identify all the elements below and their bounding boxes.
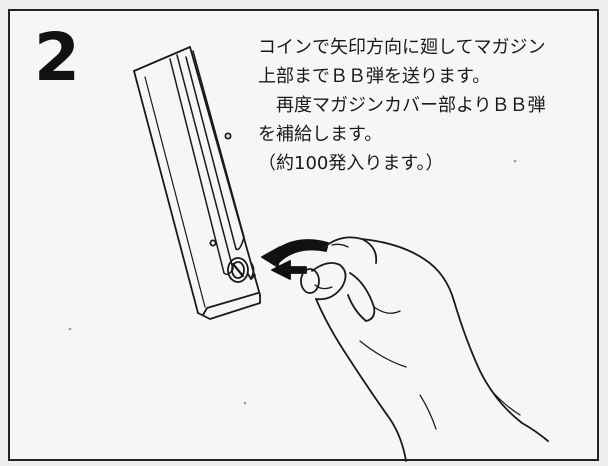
magazine-illustration — [68, 46, 549, 462]
scan-speck — [68, 159, 517, 405]
step-number: 2 — [34, 19, 80, 96]
instruction-text: コインで矢印方向に廻してマガジン 上部までＢＢ弾を送ります。 再度マガジンカバー… — [258, 33, 598, 178]
instruction-line: （約100発入ります。） — [258, 153, 444, 174]
instruction-line: を補給します。 — [258, 124, 383, 145]
instruction-line: 再度マガジンカバー部よりＢＢ弾 — [258, 95, 546, 116]
instruction-line: 上部までＢＢ弾を送ります。 — [258, 66, 491, 87]
instruction-line: コインで矢印方向に廻してマガジン — [258, 37, 546, 58]
hand-with-coin — [300, 236, 549, 462]
magazine-screw-icon — [227, 257, 256, 283]
magazine-body — [133, 46, 261, 320]
instruction-panel: 2 コインで矢印方向に廻してマガジン 上部までＢＢ弾を送ります。 再度マガジンカ… — [8, 9, 599, 462]
rotation-arrow-icon — [261, 239, 329, 268]
push-arrow-icon — [271, 260, 307, 280]
